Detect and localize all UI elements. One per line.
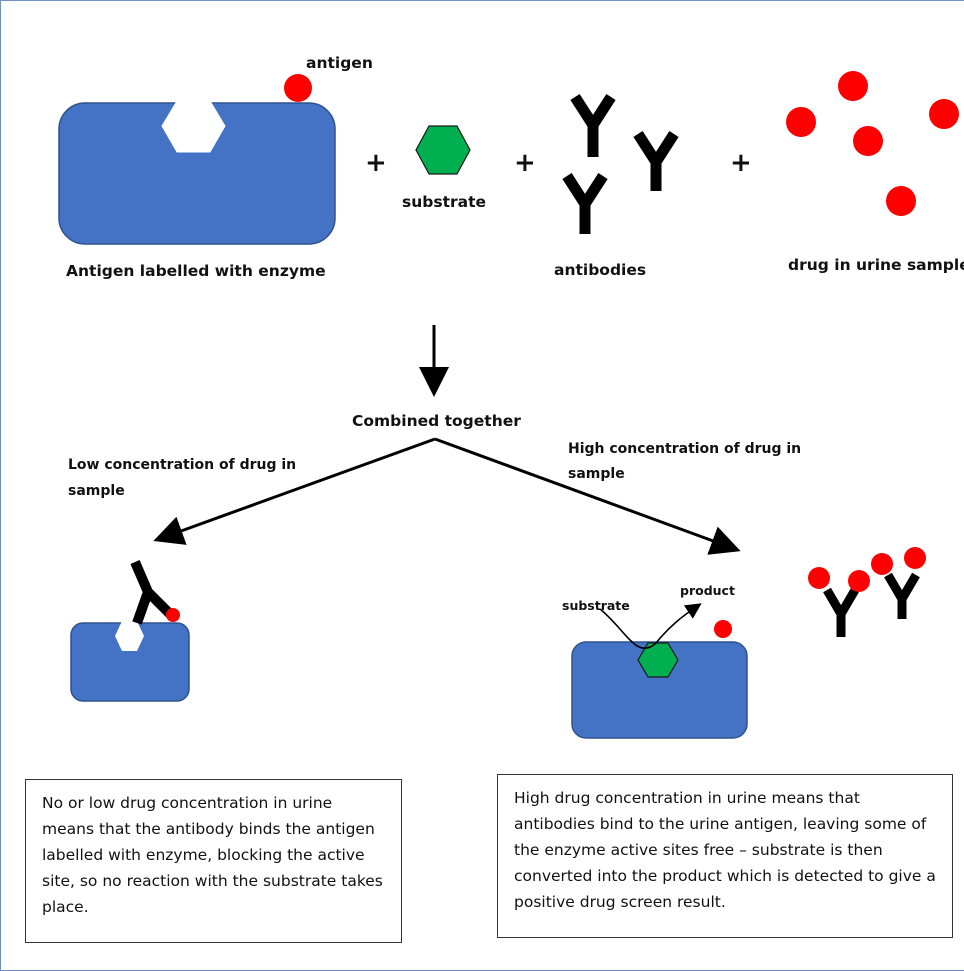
low-concentration-note: No or low drug concentration in urine me… [25,779,402,943]
antibody-y-1 [570,94,616,157]
enzyme-block-high [571,641,748,739]
small-product-label: product [680,583,735,598]
antibody-y-2 [633,131,679,191]
bound-antigen-low [166,608,180,622]
drug-bound-dot-1b [848,570,870,592]
drug-bound-dot-1a [808,567,830,589]
antigen-dot [284,74,312,102]
drug-dot-1 [838,71,868,101]
drug-sample-label: drug in urine sample [788,256,964,274]
drug-dot-4 [929,99,959,129]
active-site-low [115,621,144,651]
arrow-to-high [434,437,741,555]
plus-sign-3: + [730,148,752,178]
reaction-arrow [599,603,702,650]
small-substrate-label: substrate [562,598,630,613]
bound-antibody-low [130,560,175,625]
drug-dot-5 [886,186,916,216]
drug-bound-antibody-2 [884,572,920,619]
high-concentration-note: High drug concentration in urine means t… [497,774,953,938]
low-concentration-line2: sample [68,483,125,499]
plus-sign-1: + [365,148,387,178]
antigen-high [714,620,732,638]
antibody-y-3 [562,173,608,234]
low-concentration-line1: Low concentration of drug in [68,457,296,473]
drug-bound-antibody-1 [823,587,859,637]
drug-dot-3 [853,126,883,156]
antigen-enzyme-label: Antigen labelled with enzyme [66,262,326,280]
drug-bound-dot-2b [904,547,926,569]
substrate-hexagon [415,125,471,175]
substrate-in-active-site [637,642,679,678]
combined-label: Combined together [352,412,521,430]
substrate-label: substrate [402,193,486,211]
antigen-label: antigen [306,54,373,72]
drug-dot-2 [786,107,816,137]
high-concentration-line1: High concentration of drug in [568,441,801,457]
high-concentration-line2: sample [568,466,625,482]
antibodies-label: antibodies [554,261,646,279]
plus-sign-2: + [514,148,536,178]
arrow-to-low [153,437,436,545]
active-site-large [161,100,226,153]
drug-bound-dot-2a [871,553,893,575]
